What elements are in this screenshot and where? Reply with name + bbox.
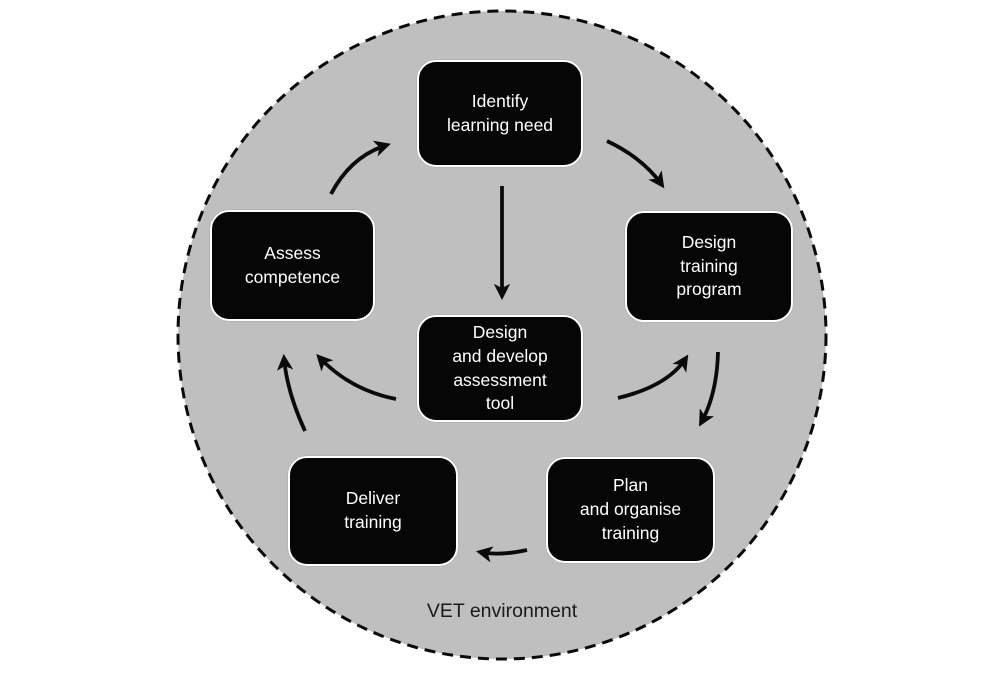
arrow-deliver-to-assess	[276, 353, 307, 432]
arrow-assessment-tool-to-design-training	[617, 354, 689, 400]
vet-environment-label: VET environment	[426, 600, 578, 622]
arrow-design-training-to-plan	[699, 351, 720, 427]
arrow-assessment-tool-to-assess	[316, 354, 397, 401]
arrow-identify-to-design-training	[606, 139, 665, 189]
node-design-develop-assessment-tool: Design and develop assessment tool	[417, 315, 583, 422]
arrow-assess-to-identify	[329, 140, 391, 195]
node-deliver-training: Deliver training	[288, 456, 458, 566]
node-design-training-program: Design training program	[625, 211, 793, 322]
arrow-plan-to-deliver	[475, 546, 528, 563]
node-plan-organise-training: Plan and organise training	[546, 457, 715, 563]
node-identify-learning-need: Identify learning need	[417, 60, 583, 167]
node-assess-competence: Assess competence	[210, 210, 375, 321]
